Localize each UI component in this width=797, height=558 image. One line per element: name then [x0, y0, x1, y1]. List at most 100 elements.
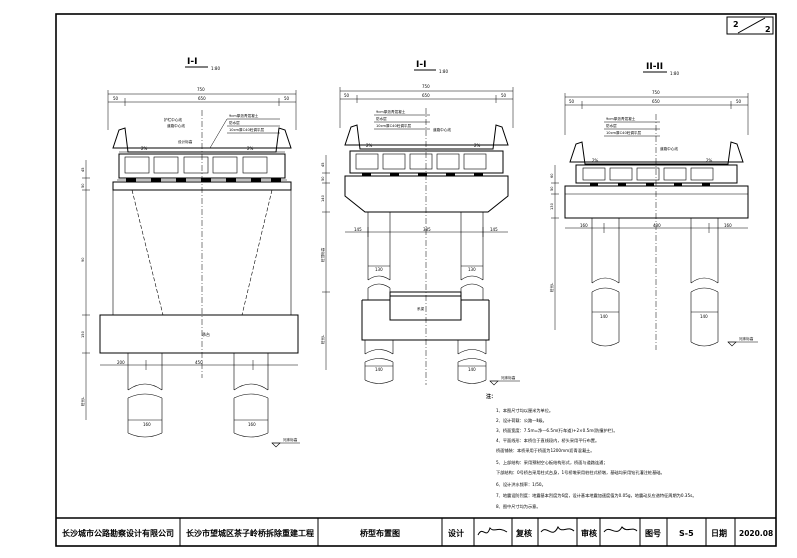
s1-vdim-2: 90 — [81, 257, 85, 262]
notes-heading: 注： — [486, 393, 496, 400]
s2-dim-right: 50 — [501, 93, 507, 98]
s1-dim-cap-side: 200 — [117, 360, 125, 365]
drawing-no-label: 图号 — [645, 529, 661, 538]
s3-dim-middle: 650 — [652, 99, 660, 104]
section-1-scale: 1:80 — [211, 66, 220, 71]
s2-callout-2: 10cm厚C40砼调平层 — [376, 123, 412, 128]
note-8: 7、地震设防烈度：地震基本烈度为6度，设计基本地震加速度值为0.05g，地震动反… — [496, 492, 697, 499]
s2-dim-col-a: 130 — [375, 267, 383, 272]
s1-callout-3: 9cm厚沥青混凝土 — [229, 113, 259, 118]
date-label: 日期 — [711, 528, 727, 538]
s2-tie-label: 系梁 — [417, 306, 425, 311]
s3-callout-0: 9cm厚沥青混凝土 — [606, 116, 636, 121]
s1-ground-label: 河床标高 — [283, 437, 298, 442]
s2-slope-left: 2% — [366, 143, 373, 148]
s1-callout-0: 护栏中心线 — [164, 117, 182, 122]
s1-callout-1: 道路中心线 — [167, 123, 185, 128]
s3-dim-col-mid: 430 — [653, 223, 661, 228]
section-2-title: I-I — [416, 60, 426, 70]
s3-slope-left: 2% — [592, 158, 599, 163]
s2-dim-left: 50 — [344, 93, 350, 98]
s2-dim-pile-a: 140 — [375, 367, 383, 372]
s3-dim-col-right: 160 — [724, 223, 732, 228]
s1-dim-overall: 750 — [197, 87, 205, 92]
s1-callout-5: 10cm厚C40砼调平层 — [229, 127, 265, 132]
s1-vdim-0: 45 — [81, 167, 85, 172]
note-0: 1、本图尺寸均以厘米为单位。 — [496, 407, 553, 414]
sheet-total: 2 — [765, 25, 771, 34]
notes-block: 注： 1、本图尺寸均以厘米为单位。 2、设计荷载：公路—Ⅱ级。 3、桥面宽度：7… — [486, 393, 697, 510]
title-block: 长沙城市公路勘察设计有限公司 长沙市望城区茶子岭桥拆除重建工程 桥型布置图 设计… — [56, 517, 776, 546]
project-name: 长沙市望城区茶子岭桥拆除重建工程 — [186, 528, 314, 538]
s1-dim-left: 50 — [113, 96, 119, 101]
s2-dim-pile-b: 140 — [468, 367, 476, 372]
sheet-number: 2 2 — [726, 16, 774, 35]
audit-signature — [603, 526, 638, 533]
s1-dim-pile-spacing: 450 — [195, 360, 203, 365]
s1-dim-pile-a: 160 — [143, 422, 151, 427]
note-9: 8、图中尺寸均为示意。 — [496, 503, 541, 510]
s3-vdim-0: 60 — [550, 173, 554, 178]
s2-slope-right: 2% — [474, 143, 481, 148]
s1-callout-4: 防水层 — [229, 120, 240, 125]
s2-callout-0: 9cm厚沥青混凝土 — [376, 109, 406, 114]
note-3: 4、平面线形：本桥位于直线段内，桥头采用平行布置。 — [496, 437, 599, 444]
s3-dim-pile-a: 140 — [600, 314, 608, 319]
s1-vdim-4: 桩长L — [80, 397, 85, 406]
s1-callout-2: 设计标高 — [178, 139, 193, 144]
audit-label: 审核 — [581, 528, 597, 538]
s3-slope-right: 2% — [706, 158, 713, 163]
s3-dim-col-left: 160 — [580, 223, 588, 228]
section-2-scale: 1:80 — [439, 69, 448, 74]
section-3-title: II-II — [646, 62, 663, 72]
section-3-scale: 1:80 — [670, 71, 679, 76]
review-signature — [540, 525, 575, 533]
s2-callout-1: 防水层 — [376, 116, 387, 121]
s3-dim-pile-b: 140 — [700, 314, 708, 319]
s2-dim-col-b: 130 — [468, 267, 476, 272]
design-signature — [477, 526, 508, 536]
s3-vdim-3: 桩长L — [549, 283, 554, 292]
s2-vdim-4: 桩长L — [320, 335, 325, 344]
s2-ground-label: 河床标高 — [501, 375, 516, 380]
design-label: 设计 — [448, 528, 464, 538]
s2-vdim-3: 桩顶标高 — [320, 247, 325, 262]
s1-vdim-1: 50 — [81, 183, 85, 188]
note-6: 下部结构：0号桥台采用柱式台身，1号桥墩采用桩柱式桥墩，基础均采用钻孔灌注桩基础… — [496, 469, 665, 476]
s3-callout-1: 防水层 — [606, 123, 617, 128]
s3-dim-left: 50 — [569, 99, 575, 104]
date-value: 2020.08 — [739, 529, 773, 538]
s3-dim-overall: 750 — [652, 90, 660, 95]
s2-dim-col-right: 145 — [490, 227, 498, 232]
s1-cap-label: 承台 — [202, 331, 210, 337]
s3-callout-2: 10cm厚C40砼调平层 — [606, 130, 642, 135]
s2-dim-overall: 750 — [422, 84, 430, 89]
s2-dim-col-left: 145 — [354, 227, 362, 232]
section-1: I-I 1:80 750 50 650 50 护栏中心线 道路中心线 设计标高 … — [80, 57, 300, 448]
s2-vdim-2: 140 — [321, 194, 325, 202]
section-1-title: I-I — [187, 57, 197, 67]
s1-vdim-3: 150 — [81, 330, 85, 338]
sheet-border — [55, 13, 777, 547]
company-name: 长沙城市公路勘察设计有限公司 — [62, 528, 174, 538]
s1-slope-left: 2% — [141, 146, 148, 151]
s1-slope-right: 2% — [247, 146, 254, 151]
note-2: 3、桥面宽度：7.5m=净—6.5m(行车道)+2×0.5m(防撞护栏)。 — [496, 427, 618, 434]
s1-dim-middle: 650 — [198, 96, 206, 101]
s3-vdim-1: 50 — [550, 186, 554, 191]
s2-dim-middle: 650 — [422, 93, 430, 98]
note-4: 桥面铺装：本桥采用于桥面为1200mm沥青混凝土。 — [496, 447, 594, 454]
review-label: 复核 — [515, 528, 532, 538]
s2-dim-col-mid: 385 — [423, 227, 431, 232]
drawing-name: 桥型布置图 — [360, 528, 400, 538]
s2-callout-3: 道路中心线 — [433, 127, 451, 132]
sheet-current: 2 — [733, 20, 739, 29]
note-5: 5、上部结构：采用预制空心板结构形式，桥面与道路连通； — [496, 459, 608, 466]
s1-dim-right: 50 — [284, 96, 290, 101]
note-1: 2、设计荷载：公路—Ⅱ级。 — [496, 417, 547, 424]
s3-callout-3: 道路中心线 — [660, 146, 678, 151]
section-2: I-I 1:80 750 50 650 50 9cm厚沥青混凝土 防水层 10c… — [320, 60, 520, 386]
s3-ground-label: 河床标高 — [739, 336, 754, 341]
s3-dim-right: 50 — [736, 99, 742, 104]
